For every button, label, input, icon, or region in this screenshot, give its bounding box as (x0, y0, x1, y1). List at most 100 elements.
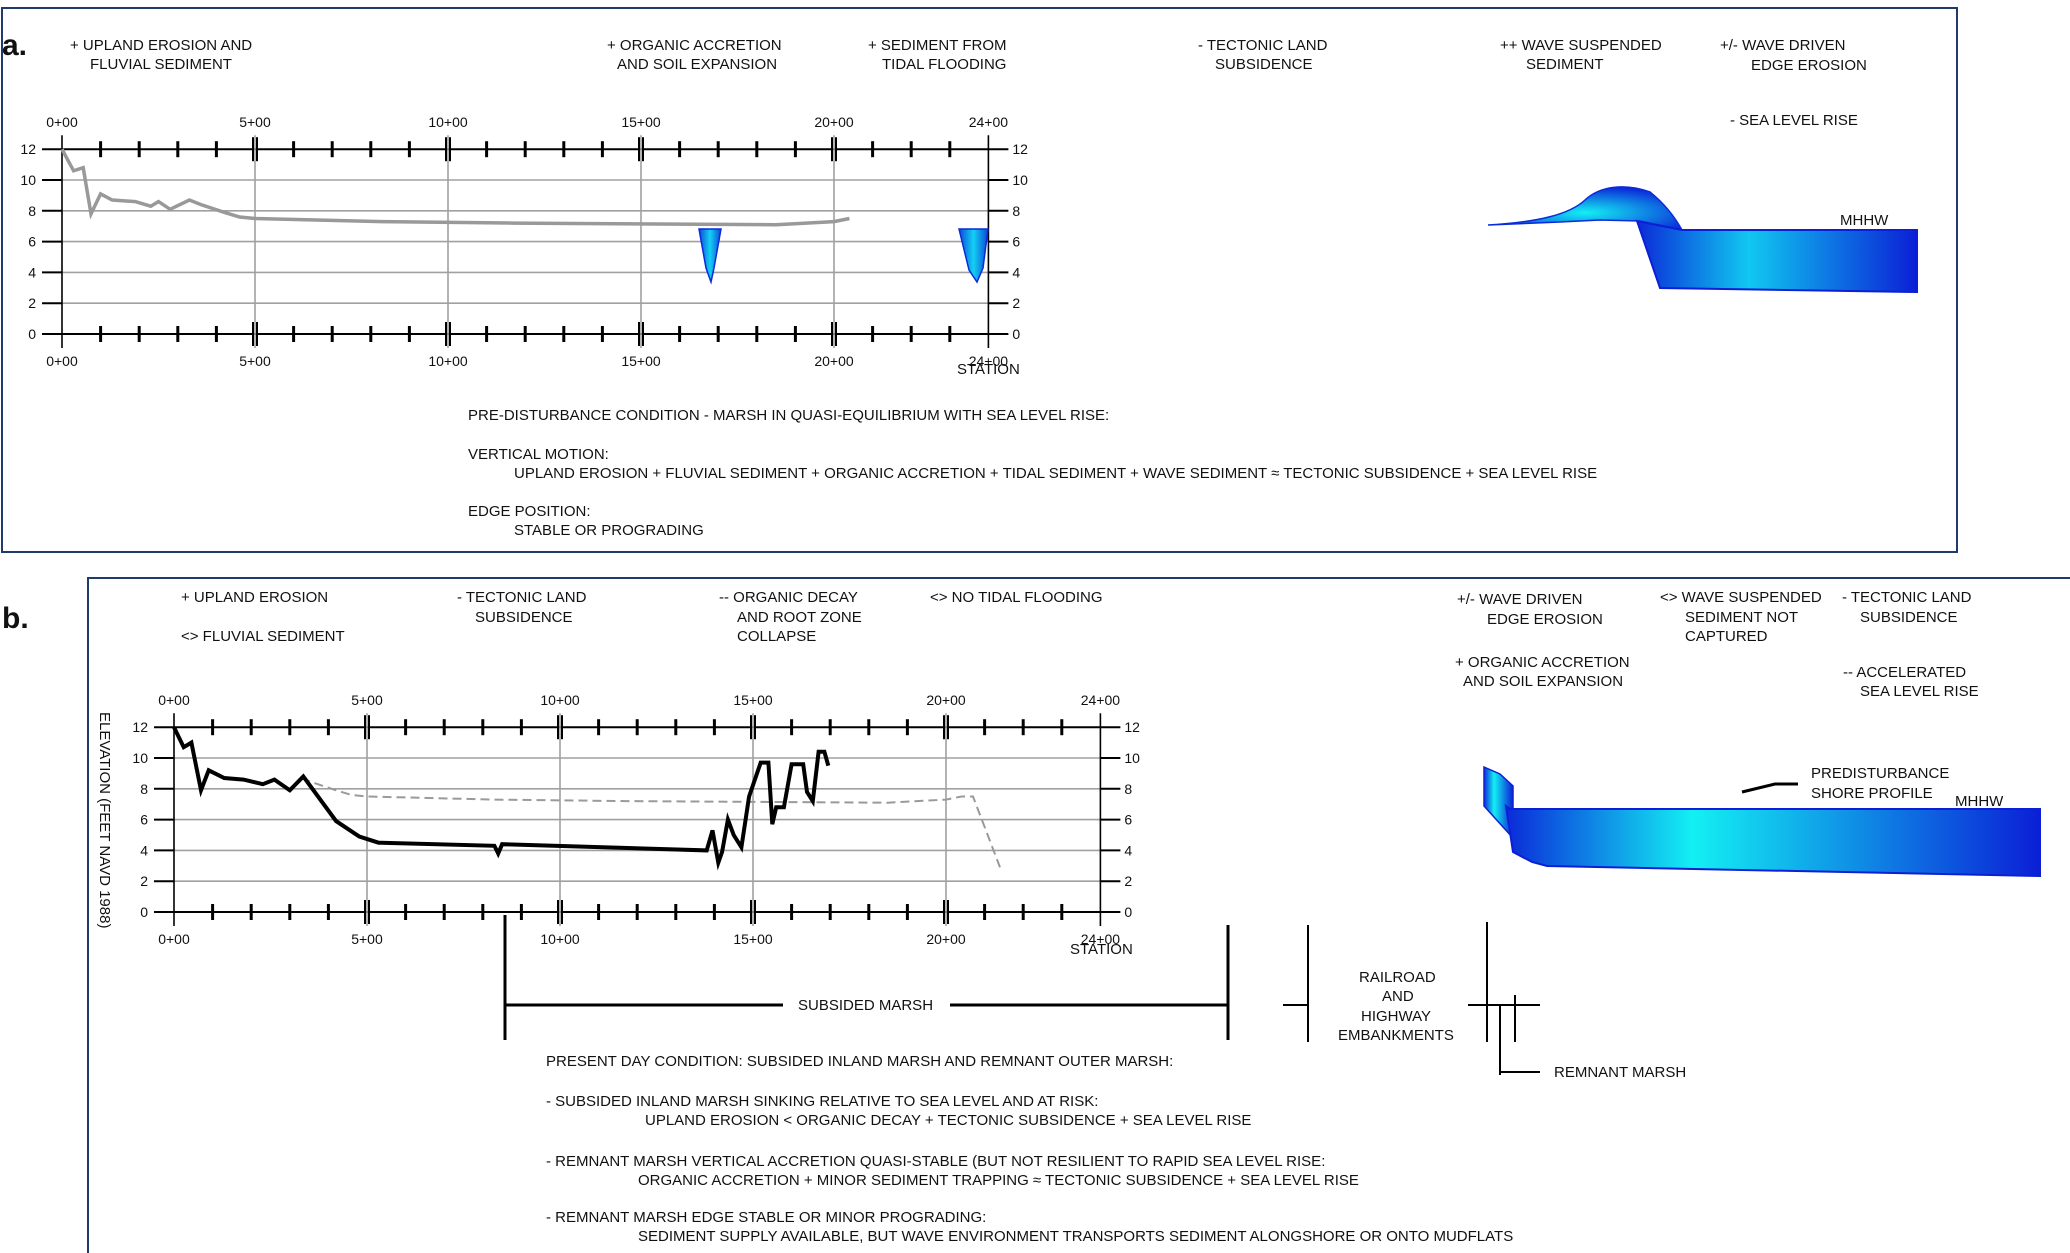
note-sediment-tidal: + SEDIMENT FROM (868, 37, 1007, 54)
panel-a-ylabel-left-6: 6 (28, 234, 36, 250)
panel-b-station-label-top-1: 5+00 (351, 692, 383, 708)
note-b-subsidence: SUBSIDENCE (475, 609, 573, 626)
panel-a-station-label-top-0: 0+00 (46, 114, 78, 130)
panel-a-ylabel-right-12: 12 (1012, 141, 1028, 157)
note-wave-sediment: SEDIMENT (1526, 56, 1604, 73)
panel-a-edge-position: EDGE POSITION: (468, 503, 591, 520)
panel-b-station-label-top-5: 24+00 (1081, 692, 1121, 708)
note-b-collapse: COLLAPSE (737, 628, 816, 645)
note-b-accelerated: -- ACCELERATED (1843, 664, 1966, 681)
predisturbance-leader (1741, 782, 1798, 794)
panel-b-station-label-top-0: 0+00 (158, 692, 190, 708)
predisturbance-label-2: SHORE PROFILE (1811, 785, 1933, 802)
panel-a-x-axis-label: STATION (957, 361, 1020, 378)
panel-b-ylabel-right-12: 12 (1124, 719, 1140, 735)
embankments-label-4: EMBANKMENTS (1338, 1027, 1454, 1044)
panel-a-ylabel-right-10: 10 (1012, 172, 1028, 188)
note-b-subsidence-2: SUBSIDENCE (1860, 609, 1958, 626)
panel-b-bay-water (1504, 803, 2041, 878)
panel-a-ylabel-right-0: 0 (1012, 326, 1020, 342)
panel-b-mhhw: MHHW (1955, 793, 2004, 810)
panel-b-station-label-bottom-3: 15+00 (733, 931, 773, 947)
panel-a-ylabel-left-4: 4 (28, 264, 36, 280)
panel-a-edge-state: STABLE OR PROGRADING (514, 522, 704, 539)
panel-b-inland-at-risk: - SUBSIDED INLAND MARSH SINKING RELATIVE… (546, 1093, 1098, 1110)
note-b-wave-suspended: <> WAVE SUSPENDED (1660, 589, 1822, 606)
panel-a-condition-title: PRE-DISTURBANCE CONDITION - MARSH IN QUA… (468, 407, 1109, 424)
panel-b-remnant-quasi-stable: - REMNANT MARSH VERTICAL ACCRETION QUASI… (546, 1153, 1325, 1170)
panel-a-vertical-equation: UPLAND EROSION + FLUVIAL SEDIMENT + ORGA… (514, 465, 1597, 482)
panel-b-condition-title: PRESENT DAY CONDITION: SUBSIDED INLAND M… (546, 1053, 1173, 1070)
panel-a-ylabel-left-8: 8 (28, 203, 36, 219)
note-b-fluvial: <> FLUVIAL SEDIMENT (181, 628, 345, 645)
panel-a-station-label-bottom-5: 24+00 (969, 353, 1009, 369)
note-b-tectonic: - TECTONIC LAND (457, 589, 587, 606)
panel-b-remnant-equation: ORGANIC ACCRETION + MINOR SEDIMENT TRAPP… (638, 1172, 1359, 1189)
panel-a-ylabel-right-4: 4 (1012, 264, 1020, 280)
panel-a-ylabel-right-8: 8 (1012, 203, 1020, 219)
remnant-marsh-label: REMNANT MARSH (1554, 1064, 1686, 1081)
panel-a-station-label-top-4: 20+00 (814, 114, 854, 130)
panel-b-ylabel-left-2: 2 (140, 873, 148, 889)
panel-b-condition: PRESENT DAY CONDITION: SUBSIDED INLAND M… (546, 1053, 1513, 1245)
panel-a-station-label-top-1: 5+00 (239, 114, 271, 130)
panel-b: b. + UPLAND EROSION <> FLUVIAL SEDIMENT … (2, 577, 2070, 1253)
panel-a-frame (1, 7, 1958, 553)
panel-b-ylabel-left-10: 10 (132, 750, 148, 766)
panel-a-station-label-top-3: 15+00 (621, 114, 661, 130)
panel-b-predisturbance-profile (301, 777, 1001, 868)
panel-a-bay-water (1635, 219, 1918, 294)
note-b-wave-driven: +/- WAVE DRIVEN (1457, 591, 1582, 608)
note-wave-driven: +/- WAVE DRIVEN (1720, 37, 1845, 54)
panel-a-label: a. (2, 29, 27, 62)
panel-b-frame (87, 577, 2070, 1253)
note-b-organic-decay: -- ORGANIC DECAY (719, 589, 858, 606)
panel-a-station-label-bottom-2: 10+00 (428, 353, 468, 369)
panel-a-ditch-left (698, 228, 722, 285)
panel-b-present-profile (172, 726, 831, 871)
panel-b-ylabel-right-0: 0 (1124, 904, 1132, 920)
embankments-label-1: RAILROAD (1359, 969, 1436, 986)
panel-b-station-label-bottom-4: 20+00 (926, 931, 966, 947)
panel-a-ditch-right (958, 228, 989, 284)
note-b-not-captured: SEDIMENT NOT (1685, 609, 1798, 626)
note-edge-erosion: EDGE EROSION (1751, 57, 1867, 74)
subsided-marsh-bracket: SUBSIDED MARSH (503, 915, 1230, 1040)
panel-b-ylabel-right-6: 6 (1124, 812, 1132, 828)
panel-a-condition: PRE-DISTURBANCE CONDITION - MARSH IN QUA… (468, 407, 1597, 539)
note-fluvial-sediment: FLUVIAL SEDIMENT (90, 56, 232, 73)
panel-b-ylabel-left-6: 6 (140, 812, 148, 828)
panel-a-shore-profile (60, 148, 850, 227)
panel-b-station-label-bottom-5: 24+00 (1081, 931, 1121, 947)
embankments-label-2: AND (1382, 988, 1414, 1005)
panel-a-notes: + UPLAND EROSION AND FLUVIAL SEDIMENT + … (70, 37, 1867, 129)
panel-b-edge-stable: - REMNANT MARSH EDGE STABLE OR MINOR PRO… (546, 1209, 986, 1226)
note-b-edge-erosion: EDGE EROSION (1487, 611, 1603, 628)
panel-b-station-label-top-2: 10+00 (540, 692, 580, 708)
panel-a-ylabel-left-10: 10 (20, 172, 36, 188)
panel-a-ylabel-left-0: 0 (28, 326, 36, 342)
panel-a-station-label-bottom-3: 15+00 (621, 353, 661, 369)
panel-b-station-label-top-3: 15+00 (733, 692, 773, 708)
panel-a-station-label-top-2: 10+00 (428, 114, 468, 130)
panel-b-station-label-top-4: 20+00 (926, 692, 966, 708)
panel-b-label: b. (2, 602, 29, 635)
note-b-soil-expansion: AND SOIL EXPANSION (1463, 673, 1623, 690)
panel-b-station-label-bottom-2: 10+00 (540, 931, 580, 947)
subsided-marsh-label: SUBSIDED MARSH (798, 997, 933, 1014)
panel-b-ylabel-right-10: 10 (1124, 750, 1140, 766)
panel-a: a. + UPLAND EROSION AND FLUVIAL SEDIMENT… (1, 7, 1958, 553)
panel-a-ylabel-left-2: 2 (28, 295, 36, 311)
note-wave-suspended: ++ WAVE SUSPENDED (1500, 37, 1662, 54)
note-tectonic: - TECTONIC LAND (1198, 37, 1328, 54)
panel-a-wave-suspended-mound (1487, 186, 1684, 232)
note-soil-expansion: AND SOIL EXPANSION (617, 56, 777, 73)
note-b-upland-erosion: + UPLAND EROSION (181, 589, 328, 606)
panel-a-vertical-motion: VERTICAL MOTION: (468, 446, 609, 463)
note-tidal-flooding: TIDAL FLOODING (882, 56, 1006, 73)
note-subsidence: SUBSIDENCE (1215, 56, 1313, 73)
note-sea-level-rise: - SEA LEVEL RISE (1730, 112, 1858, 129)
